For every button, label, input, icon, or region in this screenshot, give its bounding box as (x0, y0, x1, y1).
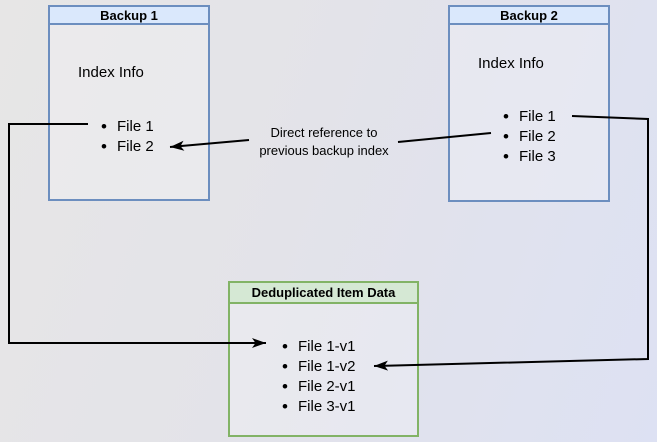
backup2-file-3: File 3 (519, 148, 556, 165)
backup2-header: Backup 2 (450, 7, 608, 25)
direct-reference-annotation: Direct reference to previous backup inde… (239, 124, 409, 160)
backup2-file-item: File 3 (503, 147, 556, 167)
dedup-file-item: File 1-v1 (282, 337, 356, 357)
backup2-file-2: File 2 (519, 128, 556, 145)
backup2-title: Backup 2 (500, 7, 558, 23)
backup1-file-2: File 2 (117, 138, 154, 155)
dedup-file-1v2: File 1-v2 (298, 358, 356, 375)
backup1-file-item: File 2 (101, 137, 154, 157)
dedup-file-3v1: File 3-v1 (298, 398, 356, 415)
dedup-header: Deduplicated Item Data (230, 283, 417, 304)
dedup-file-2v1: File 2-v1 (298, 378, 356, 395)
backup2-file-item: File 2 (503, 127, 556, 147)
dedup-file-list: File 1-v1 File 1-v2 File 2-v1 File 3-v1 (282, 337, 356, 417)
backup1-index-info-label: Index Info (78, 64, 144, 81)
backup1-file-item: File 1 (101, 117, 154, 137)
backup2-box: Backup 2 Index Info File 1 File 2 File 3 (448, 5, 610, 202)
backup2-file-1: File 1 (519, 108, 556, 125)
backup2-file-list: File 1 File 2 File 3 (503, 107, 556, 167)
dedup-box: Deduplicated Item Data File 1-v1 File 1-… (228, 281, 419, 437)
dedup-file-item: File 2-v1 (282, 377, 356, 397)
dedup-file-1v1: File 1-v1 (298, 338, 356, 355)
backup1-file-1: File 1 (117, 118, 154, 135)
backup1-file-list: File 1 File 2 (101, 117, 154, 157)
annotation-line2: previous backup index (259, 143, 389, 158)
dedup-title: Deduplicated Item Data (251, 285, 396, 300)
dedup-file-item: File 3-v1 (282, 397, 356, 417)
backup2-file-item: File 1 (503, 107, 556, 127)
dedup-file-item: File 1-v2 (282, 357, 356, 377)
backup1-box: Backup 1 Index Info File 1 File 2 (48, 5, 210, 201)
annotation-line1: Direct reference to (270, 125, 378, 140)
backup1-title: Backup 1 (100, 7, 158, 23)
backup1-header: Backup 1 (50, 7, 208, 25)
backup2-index-info-label: Index Info (478, 55, 544, 72)
